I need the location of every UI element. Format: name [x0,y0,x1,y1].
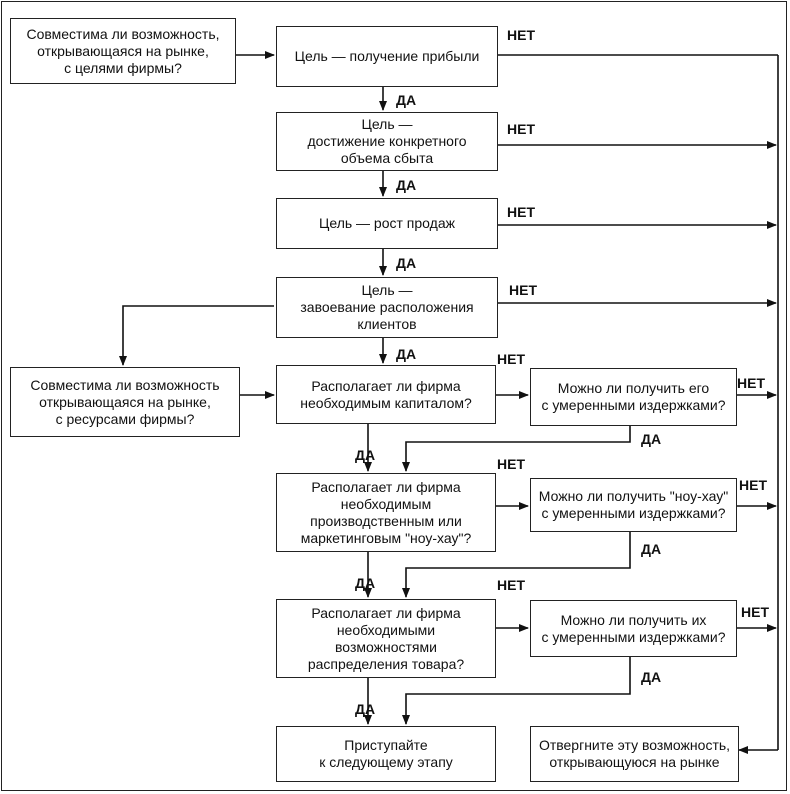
no-label-knowhow-cost: НЕТ [739,477,767,493]
goal-profit-box: Цель — получение прибыли [276,26,498,87]
goal-sales-growth-box: Цель — рост продаж [276,198,498,249]
arrow-distribution-cost-yes [402,657,631,725]
yes-label-distribution-cost: ДА [641,669,662,685]
no-label-capital-cost: НЕТ [737,375,765,391]
yes-label-knowhow-cost: ДА [641,541,662,557]
yes-label-growth: ДА [396,255,417,271]
arrow-clients-to-resources [119,305,274,366]
question-resources-box: Совместима ли возможность открывающаяся … [10,367,240,437]
no-label-profit: НЕТ [507,27,535,43]
yes-label-capital-cost: ДА [641,431,662,447]
question-distribution-box: Располагает ли фирма необходимыми возмож… [276,599,496,678]
yes-label-profit: ДА [396,92,417,108]
question-capital-box: Располагает ли фирма необходимым капитал… [276,365,496,424]
yes-label-knowhow: ДА [355,575,376,591]
no-label-growth: НЕТ [507,204,535,220]
yes-label-clients: ДА [396,346,417,362]
yes-label-volume: ДА [396,177,417,193]
no-label-volume: НЕТ [507,121,535,137]
arrow-capital-cost-yes [402,426,631,472]
arrow-knowhow-cost-yes [402,532,631,598]
question-goals-box: Совместима ли возможность, открывающаяся… [10,18,236,84]
question-knowhow-box: Располагает ли фирма необходимым произво… [276,473,496,552]
proceed-box: Приступайте к следующему этапу [276,726,496,782]
reject-box: Отвергните эту возможность, открывающуюс… [530,726,739,782]
no-label-distribution-cost: НЕТ [741,604,769,620]
question-distribution-cost-box: Можно ли получить их с умеренными издерж… [530,600,737,657]
no-label-clients: НЕТ [509,282,537,298]
question-knowhow-cost-box: Можно ли получить "ноу-хау" с умеренными… [530,478,737,532]
no-label-distribution: НЕТ [497,577,525,593]
yes-label-distribution: ДА [355,701,376,717]
goal-sales-volume-box: Цель — достижение конкретного объема сбы… [276,112,498,171]
goal-clients-box: Цель — завоевание расположения клиентов [276,277,498,338]
no-label-knowhow: НЕТ [497,456,525,472]
yes-label-capital: ДА [355,447,376,463]
question-capital-cost-box: Можно ли получить его с умеренными издер… [530,368,737,426]
no-label-capital: НЕТ [497,351,525,367]
